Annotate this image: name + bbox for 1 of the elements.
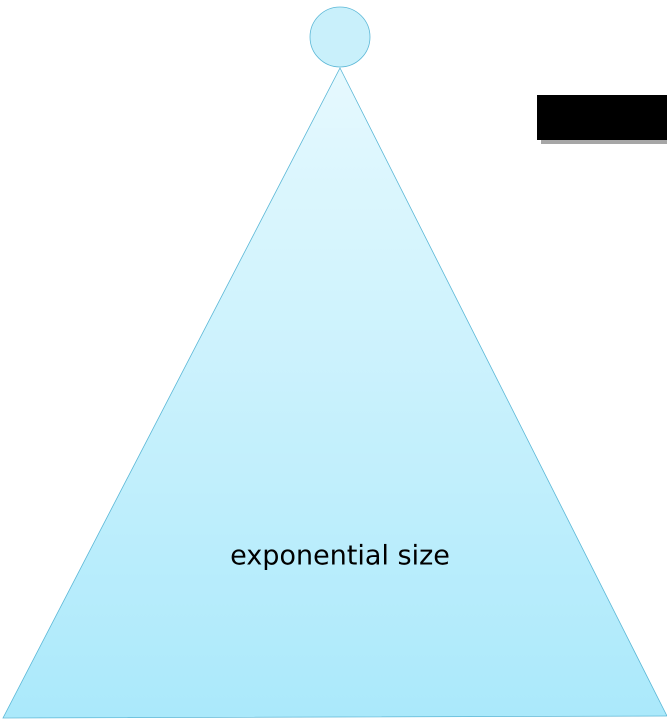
circle xyxy=(310,6,370,68)
